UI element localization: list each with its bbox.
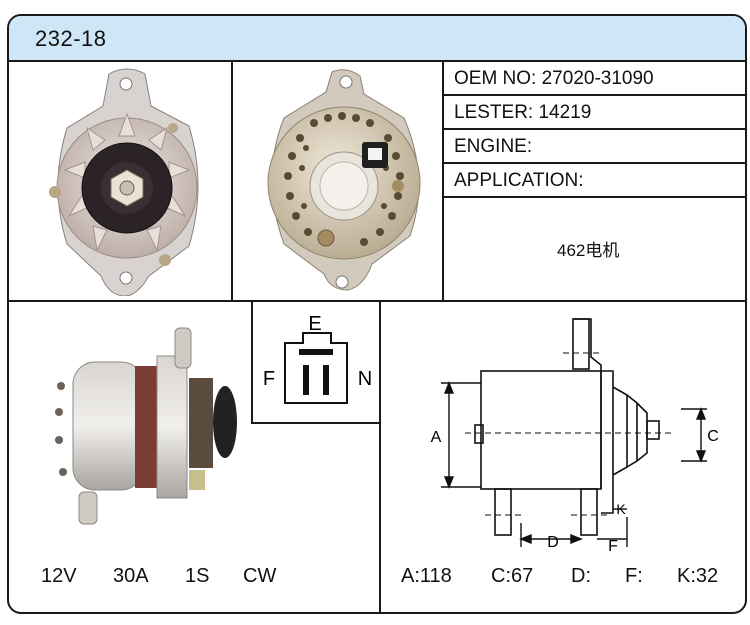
- dimension-a-label: A: [431, 429, 442, 446]
- dimension-k-label: K: [616, 501, 626, 517]
- divider: [442, 196, 745, 198]
- dimension-a-value: A:118: [401, 565, 452, 587]
- rotation-direction: CW: [243, 565, 277, 587]
- dimension-d-value: D:: [571, 565, 591, 587]
- lester-number: LESTER: 14219: [454, 102, 592, 123]
- divider: [231, 60, 233, 300]
- alternator-rear-icon: [267, 69, 421, 291]
- dimension-c-label: C: [707, 428, 719, 445]
- dimension-d-label: D: [547, 534, 559, 551]
- divider: [379, 302, 381, 612]
- divider: [442, 162, 745, 164]
- terminal-f-label: F: [263, 368, 275, 390]
- current-rating: 30A: [113, 565, 149, 587]
- alternator-side-icon: [55, 327, 237, 525]
- divider: [442, 94, 745, 96]
- header-bar: 232-18: [9, 16, 745, 62]
- dimension-f-label: F: [608, 538, 618, 553]
- voltage-rating: 12V: [41, 565, 77, 587]
- divider: [251, 302, 253, 424]
- divider: [442, 128, 745, 130]
- divider: [9, 300, 745, 302]
- dimension-f-value: F:: [625, 565, 643, 587]
- terminal-type: 1S: [185, 565, 210, 587]
- connector-diagram: E F N: [263, 313, 372, 404]
- alternator-front-icon: [49, 68, 199, 296]
- application-field: APPLICATION:: [454, 170, 584, 191]
- dimension-c-value: C:67: [491, 565, 534, 587]
- dimension-k-value: K:32: [677, 565, 719, 587]
- terminal-n-label: N: [358, 368, 372, 390]
- dimension-diagram: A C D F K: [431, 318, 719, 553]
- terminal-e-label: E: [308, 313, 321, 335]
- oem-number: OEM NO: 27020-31090: [454, 68, 654, 89]
- engine-field: ENGINE:: [454, 136, 533, 157]
- divider: [442, 60, 444, 300]
- spec-sheet: 232-18 OEM NO: 27020-31090 LESTER: 14219…: [7, 14, 747, 614]
- model-number: 232-18: [35, 26, 107, 51]
- divider: [251, 422, 381, 424]
- application-note: 462电机: [557, 241, 620, 260]
